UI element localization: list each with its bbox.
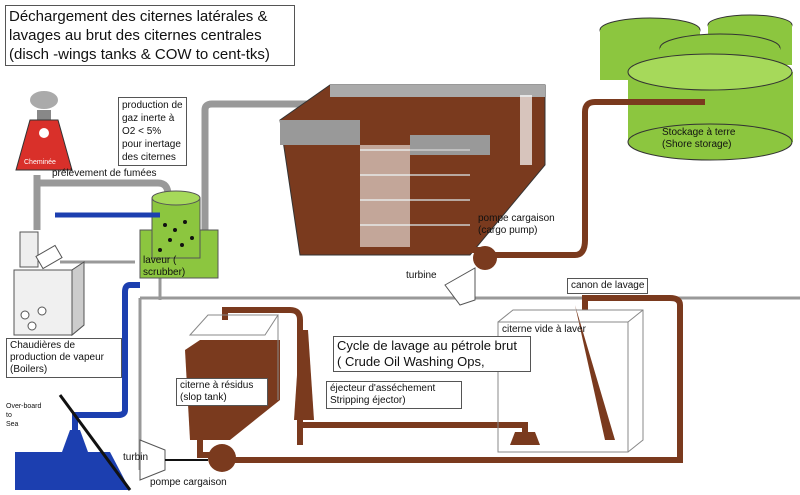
- empty-tank: [497, 309, 644, 453]
- overboard-line: Sea: [6, 421, 19, 428]
- boilers-line: (Boilers): [10, 364, 48, 375]
- turbine-top: [444, 267, 476, 306]
- overboard-label: Over-board to Sea: [6, 402, 41, 429]
- seawater-pipe: [72, 282, 140, 430]
- cow-cycle-label: Cycle de lavage au pétrole brut ( Crude …: [333, 336, 531, 372]
- washing-gun: [575, 305, 615, 440]
- flue-gas-label: prélèvement de fumées: [52, 168, 157, 179]
- inert-gas-line: O2 < 5%: [122, 126, 162, 137]
- ejector-line: Stripping éjector): [330, 395, 406, 406]
- turbine-bottom: [139, 439, 166, 481]
- shore-storage-tanks: [599, 14, 793, 161]
- title-line-1: Déchargement des citernes latérales &: [9, 8, 268, 25]
- cow-cycle-line: ( Crude Oil Washing Ops,: [337, 354, 485, 369]
- shore-storage-line: (Shore storage): [662, 139, 732, 150]
- stripping-ejector: [294, 330, 314, 420]
- slop-tank-label: citerne à résidus (slop tank): [176, 378, 268, 406]
- cargo-pump-top: [473, 246, 497, 270]
- cargo-pump-line: pompe cargaison: [478, 213, 555, 224]
- scrubber-label: laveur ( scrubber): [143, 255, 185, 279]
- cow-cycle-line: Cycle de lavage au pétrole brut: [337, 338, 517, 353]
- empty-tank-label: citerne vide à laver: [502, 324, 586, 335]
- cargo-pump-bottom-label: pompe cargaison: [150, 477, 227, 488]
- overboard-line: Over-board: [6, 403, 42, 410]
- scrubber-line: laveur (: [143, 255, 177, 266]
- shore-storage-label: Stockage à terre (Shore storage): [662, 127, 735, 151]
- cargo-pump-bottom: [208, 444, 236, 472]
- nozzle: [510, 432, 540, 445]
- inert-gas-line: gaz inerte à: [122, 113, 175, 124]
- cargo-tanks: [279, 84, 546, 256]
- washing-gun-label: canon de lavage: [567, 278, 649, 294]
- title-box: Déchargement des citernes latérales & la…: [5, 5, 295, 66]
- cargo-pump-line: (cargo pump): [478, 225, 538, 236]
- boilers-label: Chaudières de production de vapeur (Boil…: [6, 338, 122, 378]
- inert-gas-line: des citernes: [122, 152, 176, 163]
- ejector-line: éjecteur d'asséchement: [330, 383, 436, 394]
- boilers-line: production de vapeur: [10, 352, 104, 363]
- title-line-2: lavages au brut des citernes centrales: [9, 27, 262, 44]
- turbine-bottom-label: turbin: [123, 452, 149, 463]
- inert-gas-box: production de gaz inerte à O2 < 5% pour …: [118, 97, 187, 166]
- inert-gas-line: pour inertage: [122, 139, 181, 150]
- cargo-pump-top-label: pompe cargaison (cargo pump): [478, 213, 555, 237]
- scrubber-line: scrubber): [143, 267, 186, 278]
- chimney-label: Cheminée: [24, 159, 56, 166]
- inert-gas-line: production de: [122, 100, 183, 111]
- chimney: [15, 91, 73, 171]
- slop-tank-line: citerne à résidus: [180, 380, 254, 391]
- ejector-label: éjecteur d'asséchement Stripping éjector…: [326, 381, 462, 409]
- hull-line: [58, 394, 132, 491]
- turbine-top-label: turbine: [406, 270, 437, 281]
- overboard-line: to: [6, 412, 12, 419]
- shore-storage-line: Stockage à terre: [662, 127, 736, 138]
- sea: [15, 452, 130, 490]
- title-line-3: (disch -wings tanks & COW to cent-tks): [9, 46, 270, 63]
- overboard-spray: [62, 430, 88, 452]
- scrubber: [139, 190, 219, 279]
- boilers: [13, 231, 85, 337]
- boilers-line: Chaudières de: [10, 340, 76, 351]
- slop-tank-line: (slop tank): [180, 392, 227, 403]
